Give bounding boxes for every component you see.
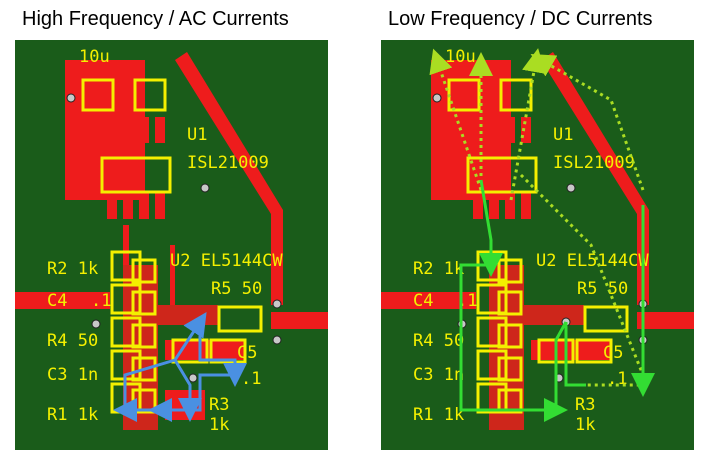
silk-cap-top: 10u [445, 47, 476, 67]
pcb-board-low-frequency: 10u U1 ISL21009 U2 EL5144CW R2 1k C4 .1 … [381, 40, 694, 450]
left-panel-title: High Frequency / AC Currents [22, 8, 289, 30]
silk-c4: C4 [47, 291, 67, 311]
silk-cap-top: 10u [79, 47, 110, 67]
silk-u1-part: ISL21009 [187, 153, 269, 173]
silk-r5: R5 50 [577, 279, 628, 299]
silk-r3: R3 [209, 395, 229, 415]
silk-r3-val: 1k [575, 415, 595, 435]
silk-r1: R1 1k [47, 405, 98, 425]
silk-c4: C4 [413, 291, 433, 311]
silk-r4: R4 50 [47, 331, 98, 351]
silk-c3: C3 1n [413, 365, 464, 385]
silk-c5-val: .1 [607, 369, 627, 389]
pcb-board-high-frequency: 10u U1 ISL21009 U2 EL5144CW R2 1k C4 .1 … [15, 40, 328, 450]
silk-u2-label: U2 EL5144CW [536, 251, 649, 271]
silk-c5: C5 [603, 343, 623, 363]
silk-u1-ref: U1 [187, 125, 207, 145]
silk-c5-val: .1 [241, 369, 261, 389]
right-panel-title: Low Frequency / DC Currents [388, 8, 653, 30]
silk-c3: C3 1n [47, 365, 98, 385]
silk-u2-label: U2 EL5144CW [170, 251, 283, 271]
silk-r1: R1 1k [413, 405, 464, 425]
silk-r3: R3 [575, 395, 595, 415]
silk-r4: R4 50 [413, 331, 464, 351]
silk-c5: C5 [237, 343, 257, 363]
dc-current-path-dotted [429, 48, 645, 387]
dc-current-path [459, 179, 655, 422]
silk-u1-part: ISL21009 [553, 153, 635, 173]
silk-r3-val: 1k [209, 415, 229, 435]
silk-c4-dot: .1 [91, 291, 111, 311]
silk-u1-ref: U1 [553, 125, 573, 145]
silk-r5: R5 50 [211, 279, 262, 299]
ac-current-path [113, 311, 247, 422]
silk-r2: R2 1k [47, 259, 98, 279]
silkscreen-layer [81, 78, 263, 414]
silk-r2: R2 1k [413, 259, 464, 279]
vias [66, 93, 282, 383]
